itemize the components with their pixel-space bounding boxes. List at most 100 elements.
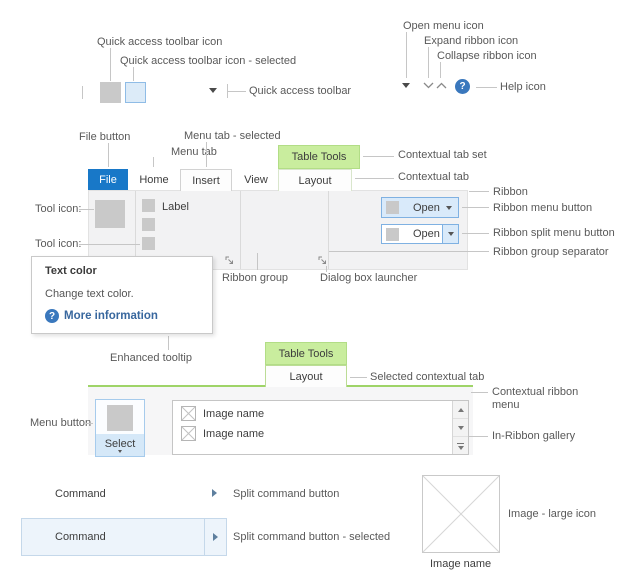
ribbon-menu-button[interactable]: Open: [381, 197, 459, 218]
ribbon-split-button-label: Open: [413, 228, 440, 240]
ribbon-group-annotation: Ribbon group: [222, 272, 289, 284]
qat-label: Quick access toolbar: [249, 85, 352, 97]
image-placeholder-icon: [181, 406, 196, 421]
arrow-down-icon: [457, 445, 464, 450]
leader-line: [350, 377, 367, 378]
open-menu-icon-label: Open menu icon: [403, 20, 484, 32]
contextual-tab-set-2[interactable]: Table Tools: [265, 342, 347, 365]
expand-ribbon-icon-label: Expand ribbon icon: [424, 35, 519, 47]
image-large-icon-label: Image - large icon: [508, 508, 597, 520]
ribbon-menu-button-annotation: Ribbon menu button: [493, 202, 593, 214]
small-tool-icon[interactable]: [142, 199, 155, 212]
button-icon: [386, 201, 399, 214]
qat-toolbar-icon-selected[interactable]: [125, 82, 146, 103]
small-tool-icon[interactable]: [142, 237, 155, 250]
split-command-button-label: Split command button: [233, 488, 340, 500]
split-button-main[interactable]: Open: [382, 225, 442, 243]
in-ribbon-gallery-label: In-Ribbon gallery: [492, 430, 576, 442]
dropdown-caret-icon: [447, 232, 454, 236]
tab-view[interactable]: View: [244, 173, 268, 186]
button-icon: [386, 227, 399, 241]
gallery-more-button[interactable]: [453, 437, 468, 455]
leader-line: [406, 32, 407, 78]
in-ribbon-gallery: Image name Image name: [172, 400, 469, 455]
contextual-tab-set-2-title: Table Tools: [278, 347, 334, 360]
tab-layout-selected[interactable]: Layout: [265, 365, 347, 387]
submenu-arrow-icon[interactable]: [212, 489, 217, 497]
leader-line: [355, 178, 394, 179]
collapse-ribbon-icon[interactable]: [436, 82, 447, 89]
dropdown-caret-icon: [118, 449, 122, 453]
open-menu-icon[interactable]: [402, 83, 410, 88]
qat-toolbar-icon[interactable]: [100, 82, 121, 103]
split-button-arrow[interactable]: [442, 225, 458, 243]
tab-file[interactable]: File: [88, 169, 128, 190]
tool-icon-label-1: Tool icon:: [35, 203, 82, 215]
split-command-button-selected-label: Split command button - selected: [233, 531, 391, 543]
gallery-item-name: Image name: [203, 427, 265, 440]
leader-line: [133, 67, 134, 81]
menu-button-select[interactable]: Select: [95, 399, 145, 457]
tool-label: Label: [162, 201, 189, 213]
leader-line: [440, 62, 441, 78]
leader-line: [471, 392, 488, 393]
ribbon-split-menu-button-annotation: Ribbon split menu button: [493, 227, 615, 239]
more-information-link[interactable]: More information: [64, 310, 158, 322]
tooltip-body: Change text color.: [45, 288, 134, 300]
split-command-button-selected[interactable]: Command: [21, 518, 227, 556]
contextual-tab-set[interactable]: Table Tools: [278, 145, 360, 169]
gallery-item[interactable]: Image name: [181, 426, 468, 441]
contextual-tab-set-title: Table Tools: [291, 151, 347, 163]
tool-icon-label-2: Tool icon:: [35, 238, 82, 250]
tab-home[interactable]: Home: [139, 173, 169, 186]
ribbon-split-menu-button[interactable]: Open: [381, 224, 459, 244]
leader-line: [462, 207, 489, 208]
submenu-arrow-icon: [213, 533, 219, 541]
small-tool-icon[interactable]: [142, 218, 155, 231]
expand-ribbon-icon[interactable]: [423, 82, 434, 89]
help-icon[interactable]: ?: [455, 79, 470, 94]
split-command-selected-label: Command: [55, 531, 106, 543]
ribbon-label: Ribbon: [493, 186, 528, 198]
gallery-scroll-up-button[interactable]: [453, 401, 468, 419]
leader-line: [206, 142, 207, 167]
image-large-icon: [422, 475, 500, 553]
arrow-down-icon: [457, 425, 464, 430]
contextual-tab-set-label: Contextual tab set: [398, 149, 487, 161]
dialog-box-launcher-icon[interactable]: [225, 256, 235, 266]
leader-line: [464, 436, 488, 437]
large-tool-icon[interactable]: [95, 200, 125, 228]
ribbon-menu-button-label: Open: [413, 201, 440, 214]
leader-line: [363, 156, 394, 157]
tab-layout-contextual[interactable]: Layout: [278, 169, 352, 191]
menu-tab-selected-label: Menu tab - selected: [184, 130, 281, 142]
contextual-ribbon-menu-label-1: Contextual ribbon: [492, 386, 579, 398]
leader-line: [168, 336, 169, 350]
leader-line: [108, 143, 109, 167]
split-command-main[interactable]: Command: [22, 519, 204, 555]
gallery-scroll-down-button[interactable]: [453, 419, 468, 437]
menu-button-text-area: Select: [96, 434, 144, 456]
menu-button-label: Menu button: [30, 417, 92, 429]
split-command-button[interactable]: Command: [55, 488, 106, 500]
ribbon-group-separator: [135, 191, 136, 269]
leader-line: [79, 209, 94, 210]
leader-line: [228, 91, 246, 92]
leader-line: [110, 48, 111, 81]
dialog-box-launcher-annotation: Dialog box launcher: [320, 272, 418, 284]
dialog-box-launcher-icon[interactable]: [318, 256, 328, 266]
selected-contextual-tab-label: Selected contextual tab: [370, 371, 485, 383]
gallery-item[interactable]: Image name: [181, 406, 468, 421]
enhanced-tooltip-label: Enhanced tooltip: [110, 352, 192, 364]
ribbon-group-separator: [240, 191, 241, 269]
enhanced-tooltip: Text color Change text color. ? More inf…: [31, 256, 213, 334]
leader-line: [476, 87, 497, 88]
split-command-arrow-section[interactable]: [204, 519, 226, 555]
tab-insert-selected[interactable]: Insert: [180, 169, 232, 191]
arrow-up-icon: [457, 407, 464, 412]
help-icon: ?: [45, 309, 59, 323]
leader-line: [153, 157, 154, 167]
leader-bracket: [227, 84, 228, 98]
qat-dropdown-icon[interactable]: [209, 88, 217, 93]
